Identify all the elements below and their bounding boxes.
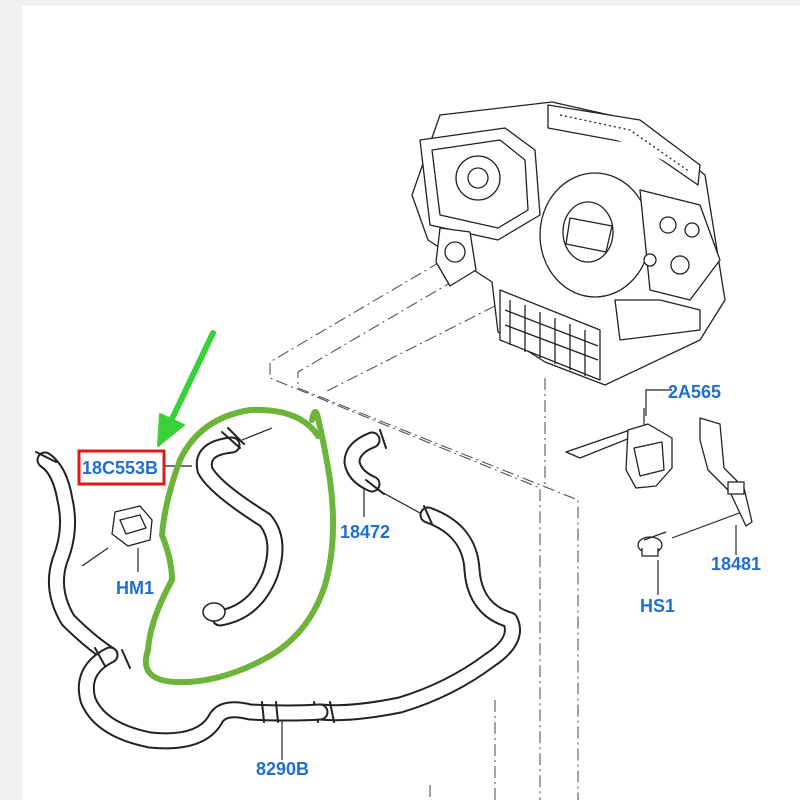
hvac-unit-illustration bbox=[411, 101, 726, 386]
part-2A565-illustration bbox=[565, 423, 673, 489]
hose-18472 bbox=[311, 429, 521, 723]
dashed-guide-lines bbox=[269, 261, 579, 800]
part-label-HS1[interactable]: HS1 bbox=[640, 596, 675, 616]
part-HS1-illustration bbox=[637, 531, 667, 557]
part-label-18C553B[interactable]: 18C553B bbox=[82, 458, 158, 478]
part-label-18472[interactable]: 18472 bbox=[340, 522, 390, 542]
highlight-box bbox=[77, 449, 166, 486]
diagram-paper bbox=[22, 6, 800, 800]
hose-8290B bbox=[35, 451, 329, 750]
part-label-2A565[interactable]: 2A565 bbox=[668, 382, 721, 402]
green-arrow-annotation bbox=[157, 330, 216, 447]
part-HM1-illustration bbox=[111, 505, 153, 547]
part-18481-illustration bbox=[699, 417, 753, 527]
part-label-HM1[interactable]: HM1 bbox=[116, 578, 154, 598]
hose-18C553B bbox=[195, 427, 284, 627]
green-outline-annotation bbox=[142, 406, 337, 686]
part-label-8290B[interactable]: 8290B bbox=[256, 759, 309, 779]
part-label-18481[interactable]: 18481 bbox=[711, 554, 761, 574]
